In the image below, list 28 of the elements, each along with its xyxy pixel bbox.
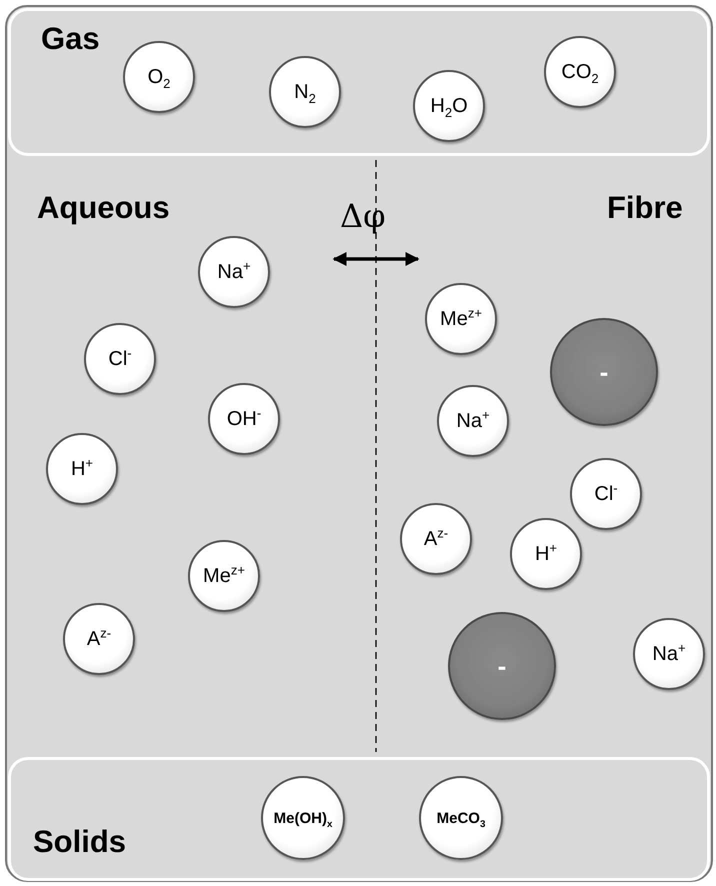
ion-sphere: H$_{2}$O	[413, 70, 485, 142]
phase-heading: Solids	[33, 826, 126, 857]
ion-sphere: Cl$^{-}$	[570, 458, 642, 530]
phase-band	[8, 8, 710, 156]
ion-sphere: A$^{z-}$	[63, 603, 135, 675]
potential-difference-label: Δφ	[340, 200, 386, 232]
ion-sphere: CO$_{2}$	[544, 36, 616, 108]
fixed-charge-sphere: -	[550, 318, 658, 426]
ion-sphere: Na$^{+}$	[633, 618, 705, 690]
phase-frame	[5, 5, 713, 882]
fixed-charge-sphere: -	[448, 612, 556, 720]
phase-heading: Gas	[41, 23, 100, 54]
ion-sphere: Na$^{+}$	[198, 236, 270, 308]
ion-sphere: MeCO$_{3}$	[419, 776, 503, 860]
ion-sphere: N$_{2}$	[269, 56, 341, 128]
ion-sphere: Na$^{+}$	[437, 385, 509, 457]
ion-sphere: Me$^{z+}$	[425, 283, 497, 355]
phase-heading: Fibre	[607, 192, 683, 223]
ion-sphere: Me$^{z+}$	[188, 540, 260, 612]
ion-sphere: O$_{2}$	[123, 41, 195, 113]
ion-sphere: H$^{+}$	[510, 518, 582, 590]
phase-heading: Aqueous	[37, 192, 170, 223]
ion-sphere: H$^{+}$	[46, 433, 118, 505]
phase-band	[8, 757, 710, 881]
ion-sphere: OH$^{-}$	[208, 383, 280, 455]
ion-sphere: Cl$^{-}$	[84, 323, 156, 395]
ion-sphere: Me(OH)$_{x}$	[261, 776, 345, 860]
ion-sphere: A$^{z-}$	[400, 503, 472, 575]
